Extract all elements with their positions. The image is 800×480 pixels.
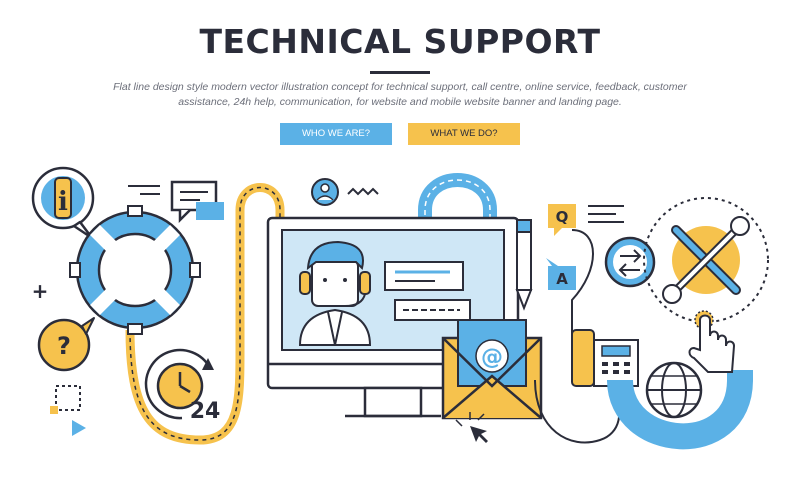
dotted-square-icon	[55, 385, 81, 411]
svg-text:i: i	[58, 187, 68, 217]
svg-text:?: ?	[57, 332, 71, 360]
wave-line-icon	[347, 187, 379, 196]
globe-icon	[645, 361, 703, 419]
title-divider	[370, 71, 430, 74]
play-arrow-icon	[72, 420, 86, 436]
chat-bubble-icon	[170, 180, 224, 224]
screen-chat-bubble	[384, 261, 471, 321]
24h-clock-icon: 24	[144, 348, 221, 424]
support-agent-icon	[298, 240, 372, 346]
lifebuoy-icon	[69, 205, 201, 335]
a-bubble-icon: A	[546, 258, 576, 290]
email-envelope-icon: @	[441, 319, 543, 420]
swap-arrows-icon	[604, 236, 656, 288]
user-avatar-icon	[311, 178, 339, 206]
svg-text:24: 24	[190, 399, 221, 424]
svg-text:@: @	[481, 345, 503, 370]
svg-text:Q: Q	[556, 208, 569, 226]
corner-square-icon	[50, 406, 58, 414]
question-bubble-icon: ?	[37, 317, 95, 372]
page-subtitle: Flat line design style modern vector ill…	[113, 81, 687, 108]
support-illustration: i + ?	[31, 166, 769, 450]
svg-text:A: A	[556, 270, 568, 288]
q-bubble-icon: Q	[548, 204, 576, 236]
phone-cord	[571, 229, 594, 350]
wrench-screwdriver-icon	[643, 197, 769, 323]
cursor-click-icon	[455, 412, 488, 443]
info-bubble-icon: i	[31, 166, 95, 240]
blue-band	[607, 370, 753, 450]
desk-phone-icon	[571, 329, 639, 387]
who-we-are-button[interactable]: WHO WE ARE?	[280, 123, 392, 145]
pencil-icon	[515, 219, 533, 311]
plus-icon: +	[32, 279, 49, 303]
pointing-hand-icon	[688, 310, 736, 373]
page-title: TECHNICAL SUPPORT	[199, 22, 601, 61]
what-we-do-button[interactable]: WHAT WE DO?	[408, 123, 520, 145]
